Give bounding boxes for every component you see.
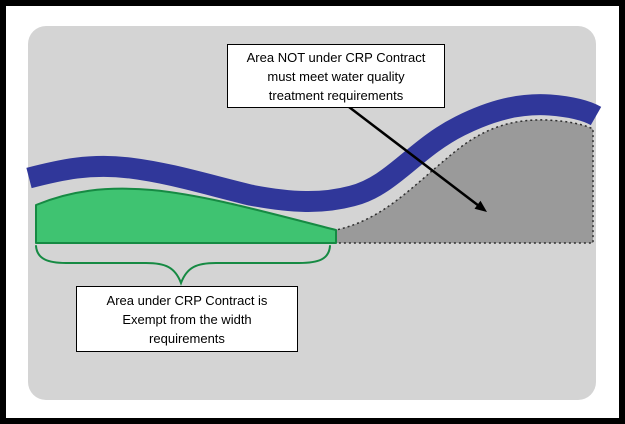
- crp-brace: [35, 245, 331, 286]
- non-crp-arrow-line: [348, 106, 480, 207]
- non-crp-arrowhead: [474, 200, 487, 212]
- crp-area-shape: [35, 187, 337, 244]
- non-crp-area-shape: [335, 119, 594, 244]
- non-crp-callout: Area NOT under CRP Contract must meet wa…: [227, 44, 445, 108]
- crp-callout-text: Area under CRP Contract is Exempt from t…: [106, 292, 268, 346]
- non-crp-callout-text: Area NOT under CRP Contract must meet wa…: [246, 49, 426, 103]
- crp-callout: Area under CRP Contract is Exempt from t…: [76, 286, 298, 352]
- stream-shape: [26, 94, 602, 213]
